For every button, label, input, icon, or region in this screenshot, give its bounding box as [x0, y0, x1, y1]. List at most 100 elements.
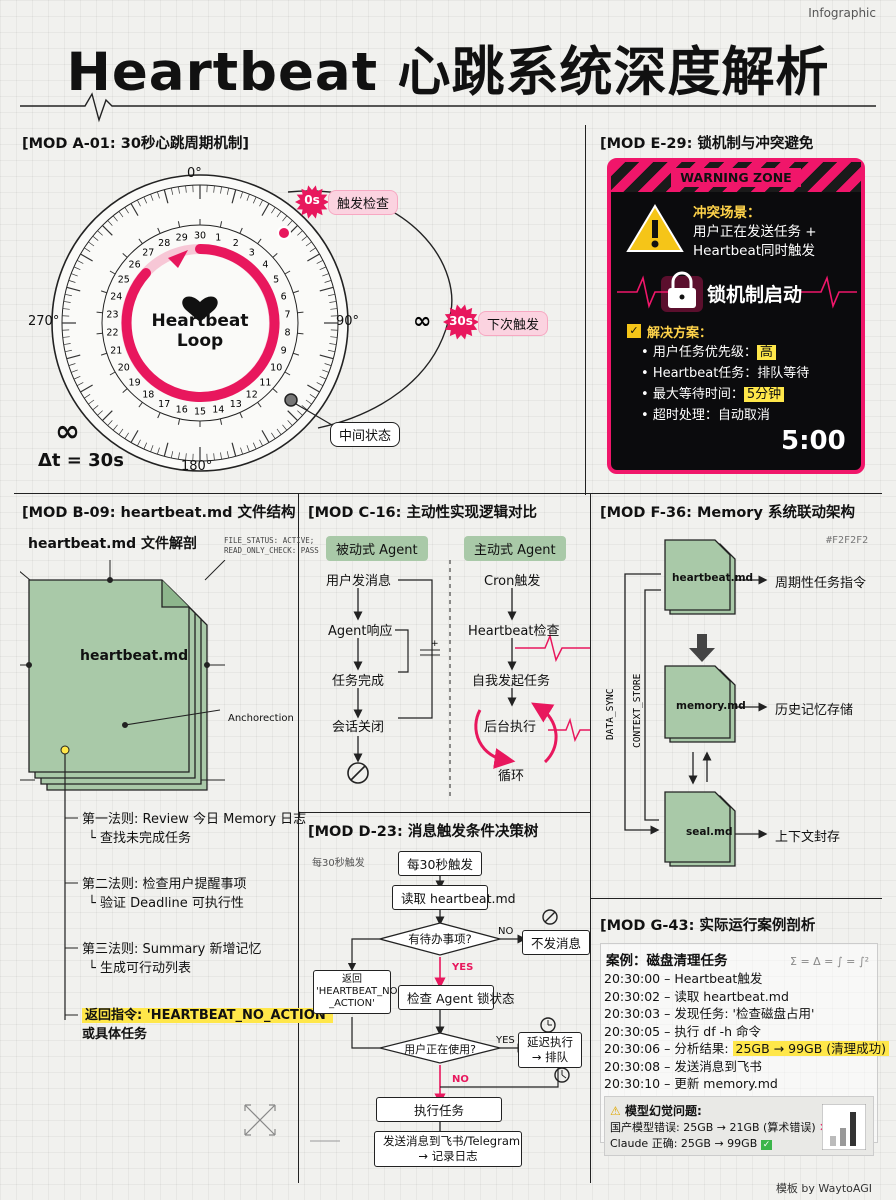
dial-tick	[143, 196, 148, 204]
dial-tick	[282, 215, 288, 222]
tree-q2: 用户正在使用?	[404, 1043, 476, 1056]
active-step-2: Heartbeat检查	[468, 624, 560, 639]
dial-tick	[178, 186, 180, 194]
dial-tick	[252, 196, 257, 204]
tree-note: 每30秒触发	[312, 858, 365, 869]
dial-tick	[319, 286, 334, 292]
dial-tick	[297, 410, 303, 416]
dial-tick	[324, 363, 332, 366]
dial-tick	[301, 235, 308, 241]
warning-triangle-icon	[626, 204, 684, 252]
dial-number: 3	[249, 247, 255, 258]
tree-no-1: NO	[498, 926, 514, 937]
warning-icon: ⚠	[610, 1104, 621, 1118]
dial-tick	[231, 189, 237, 204]
dial-tick	[276, 428, 282, 435]
check-mark-icon: ✓	[760, 1140, 773, 1150]
mod-b-title: [MOD B-09: heartbeat.md 文件结构	[22, 505, 296, 521]
dial-tick	[178, 452, 180, 460]
dial-tick	[101, 224, 113, 236]
dial-tick	[80, 253, 93, 262]
divider-h3	[590, 898, 882, 899]
dial-tick	[252, 442, 257, 450]
passive-step-4: 会话关闭	[332, 720, 385, 735]
memory-desc-1: 周期性任务指令	[775, 576, 867, 591]
tree-send-line2: → 记录日志	[418, 1149, 478, 1163]
infinity-symbol: ∞	[55, 414, 80, 449]
dial-tick	[261, 203, 270, 216]
case-line-5: 20:30:06 – 分析结果: 25GB → 99GB (清理成功)	[604, 1040, 890, 1058]
dial-tick	[316, 382, 324, 386]
dial-number: 21	[110, 346, 122, 357]
dial-tick	[185, 185, 187, 193]
divider-v3	[590, 493, 591, 1183]
dial-number: 20	[118, 363, 130, 374]
dial-inner-tick	[257, 238, 262, 245]
dial-tick	[259, 439, 263, 447]
mod-g-title: [MOD G-43: 实际运行案例剖析	[600, 918, 816, 934]
file-label: heartbeat.md	[80, 648, 189, 664]
active-step-3: 自我发起任务	[472, 674, 551, 689]
dial-center-line2: Loop	[176, 331, 224, 351]
dial-center-line1: Heartbeat	[151, 311, 249, 331]
delta-t-label: Δt = 30s	[38, 450, 124, 471]
tree-return-line3: _ACTION'	[329, 998, 375, 1009]
tree-return-line1: 返回	[342, 974, 362, 985]
case-line-5-text: 20:30:06 – 分析结果:	[604, 1041, 733, 1056]
dial-tick	[84, 394, 91, 399]
dial-tick	[309, 394, 316, 399]
tree-read: 读取 heartbeat.md	[392, 885, 516, 910]
dial-tick	[84, 247, 91, 252]
dial-center-label: Heartbeat Loop	[146, 311, 254, 351]
dial-inner-tick	[157, 412, 161, 419]
dial-tick	[63, 343, 71, 345]
dial-number: 19	[129, 377, 141, 388]
dial-number: 26	[129, 260, 141, 271]
tree-delay-line2: → 排队	[531, 1050, 569, 1064]
dial-tick	[68, 280, 76, 283]
dial-tick	[276, 211, 282, 218]
rule-2: 第二法则: 检查用户提醒事项└ 验证 Deadline 可执行性	[82, 875, 333, 913]
dial-tick	[73, 375, 81, 380]
tree-q1: 有待办事项?	[408, 932, 472, 946]
context-store-text: CONTEXT_STORE	[632, 673, 643, 748]
dial-number: 15	[194, 407, 206, 418]
dial-tick	[319, 354, 334, 360]
footer-credit: 模板 by WaytoAGI	[775, 1182, 872, 1195]
s1-highlight: 高	[756, 345, 776, 360]
dial-tick	[330, 308, 338, 310]
dial-tick	[240, 191, 243, 199]
dial-inner-tick	[96, 311, 103, 314]
conflict-line1: 用户正在发送任务 +	[693, 224, 817, 240]
dial-number: 9	[281, 346, 287, 357]
dial-deg-270: 270°	[28, 314, 60, 329]
dial-number: 13	[230, 399, 242, 410]
warning-panel: WARNING ZONE 冲突场景： 用户正在发送任务 + Heartbeat同…	[607, 158, 865, 474]
dial-tick	[88, 241, 95, 247]
dial-deg-90: 90°	[336, 314, 360, 329]
dial-tick	[63, 301, 71, 303]
hallucination-line2-text: Claude 正确: 25GB → 99GB	[610, 1137, 758, 1150]
compare-flow: +	[347, 560, 590, 800]
s3-highlight: 5分钟	[743, 387, 785, 402]
data-sync-text: DATA_SYNC	[605, 689, 616, 740]
dial-inner-tick	[122, 253, 128, 258]
dial-number: 12	[246, 390, 258, 401]
rule-3-sub: └ 生成可行动列表	[88, 961, 191, 976]
hallucination-title: ⚠ 模型幻觉问题:	[610, 1102, 702, 1119]
tree-exec: 执行任务	[376, 1097, 502, 1122]
label-30s: 30s	[449, 314, 473, 328]
dial-tick	[324, 280, 332, 283]
dial-tick	[64, 349, 72, 353]
warning-zone-label: WARNING ZONE	[671, 168, 801, 187]
dial-tick	[329, 343, 337, 345]
dial-tick	[97, 410, 103, 416]
s3-text: 最大等待时间：	[652, 387, 744, 402]
passive-step-1: 用户发消息	[326, 574, 392, 589]
solution-title: 解决方案：	[647, 326, 713, 341]
case-line-5-highlight: 25GB → 99GB (清理成功)	[732, 1041, 890, 1056]
dial-number: 11	[259, 377, 271, 388]
rule-1-main: 第一法则: Review 今日 Memory 日志	[82, 812, 307, 827]
dial-tick	[150, 445, 154, 452]
file-anatomy-subtitle: heartbeat.md 文件解剖	[28, 536, 197, 552]
